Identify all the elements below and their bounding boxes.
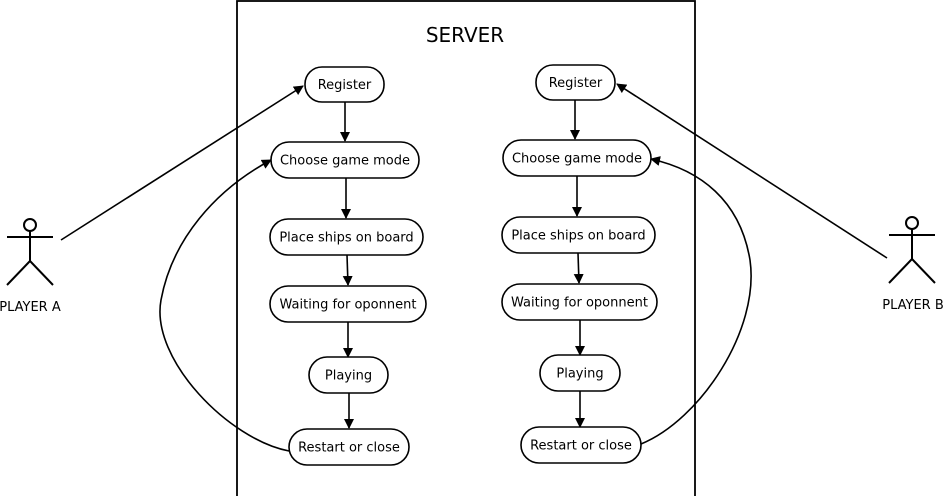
node-label: Playing bbox=[325, 369, 372, 384]
player-a-label: PLAYER A bbox=[0, 300, 61, 315]
node-label: Place ships on board bbox=[279, 231, 413, 246]
flow-a-edges bbox=[60, 85, 354, 452]
flow-a-node-register: Register bbox=[304, 66, 385, 103]
flow-b-node-place-ships: Place ships on board bbox=[501, 216, 656, 254]
flow-b-node-restart: Restart or close bbox=[520, 426, 642, 464]
flow-b-node-choose-mode: Choose game mode bbox=[502, 139, 652, 177]
flow-b-node-waiting: Waiting for oponnent bbox=[501, 283, 658, 321]
flow-b-edges bbox=[570, 83, 888, 445]
node-label: Restart or close bbox=[530, 439, 632, 454]
node-label: Register bbox=[318, 78, 372, 93]
server-boundary bbox=[236, 0, 696, 496]
edge-player-b-to-register bbox=[616, 83, 888, 259]
flow-a-node-restart: Restart or close bbox=[288, 428, 410, 466]
player-b-head-icon bbox=[905, 216, 919, 230]
flow-a-node-playing: Playing bbox=[308, 356, 389, 394]
node-label: Register bbox=[549, 76, 603, 91]
edge-a-place-to-waiting bbox=[342, 254, 353, 286]
flow-b-node-playing: Playing bbox=[539, 354, 621, 392]
edge-b-place-to-waiting bbox=[573, 252, 584, 284]
node-label: Restart or close bbox=[298, 441, 400, 456]
node-label: Playing bbox=[556, 367, 603, 382]
flow-b-node-register: Register bbox=[535, 64, 616, 101]
edge-b-restart-to-mode bbox=[640, 156, 752, 445]
player-b-label: PLAYER B bbox=[882, 298, 943, 313]
server-title: SERVER bbox=[426, 23, 504, 47]
edge-player-a-to-register bbox=[60, 85, 304, 241]
flow-a-node-place-ships: Place ships on board bbox=[269, 218, 424, 256]
node-label: Place ships on board bbox=[511, 229, 645, 244]
player-a-actor: PLAYER A bbox=[0, 218, 61, 315]
node-label: Choose game mode bbox=[280, 154, 410, 169]
edge-a-restart-to-mode bbox=[159, 159, 290, 452]
flow-a-node-choose-mode: Choose game mode bbox=[270, 141, 420, 179]
player-b-actor: PLAYER B bbox=[882, 216, 943, 313]
player-a-head-icon bbox=[23, 218, 37, 232]
node-label: Waiting for oponnent bbox=[280, 298, 417, 313]
node-label: Waiting for oponnent bbox=[511, 296, 648, 311]
flow-a-node-waiting: Waiting for oponnent bbox=[269, 285, 427, 323]
node-label: Choose game mode bbox=[512, 152, 642, 167]
